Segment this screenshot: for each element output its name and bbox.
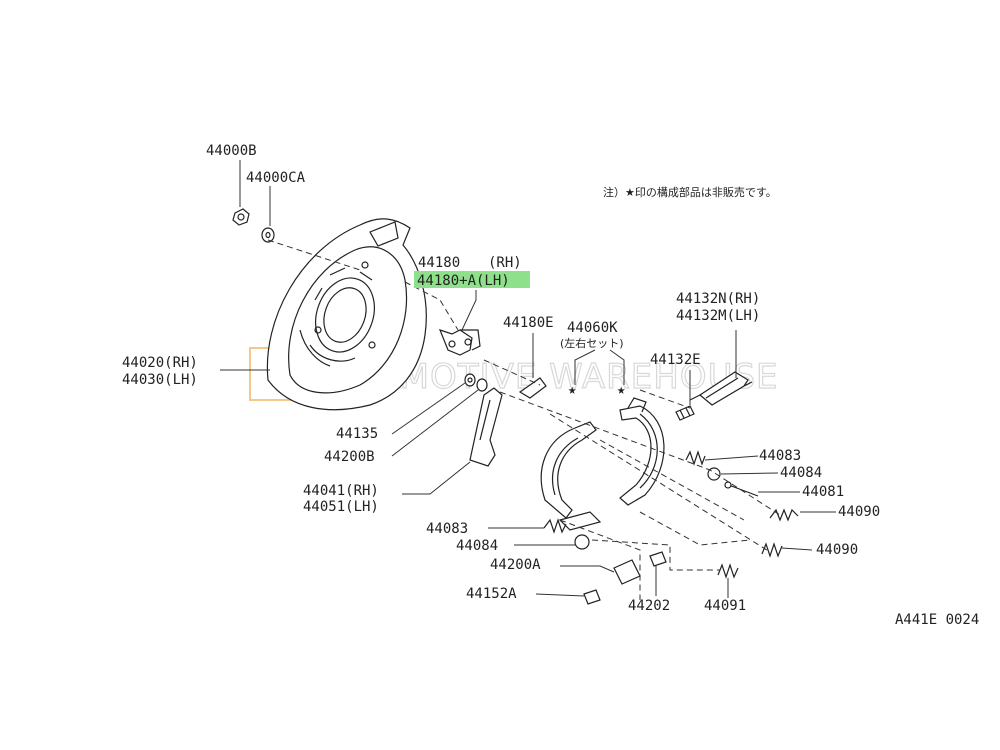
adjuster-44132N	[689, 371, 753, 406]
spring-44091	[717, 563, 739, 579]
washer-44000CA	[261, 227, 275, 243]
label-44135: 44135	[336, 426, 378, 442]
leader-lines	[220, 160, 836, 598]
label-44132E: 44132E	[650, 352, 701, 368]
highlight-44180A	[414, 271, 530, 288]
spring-44090-b	[761, 542, 783, 558]
label-44060K-sub: (左右セット)	[560, 336, 624, 350]
adjuster-44200A	[613, 559, 641, 585]
label-44083-left: 44083	[426, 521, 468, 537]
spring-44083-right	[685, 450, 706, 466]
label-44132N: 44132N(RH)	[676, 291, 760, 307]
lever-44180	[438, 329, 481, 356]
label-44180-rh: (RH)	[488, 255, 522, 271]
note-text: 注）★印の構成部品は非販売です。	[603, 185, 777, 199]
spring-44083-left	[543, 518, 567, 534]
pin-44081	[724, 481, 759, 497]
brake-shoe-front	[540, 421, 602, 531]
callout-labels: 44000B 44000CA 44180 (RH) 44180+A(LH) 44…	[122, 143, 880, 614]
backing-plate	[266, 218, 427, 411]
label-44200A: 44200A	[490, 557, 541, 573]
brake-shoe-rear	[619, 397, 665, 506]
clip-44180E	[518, 377, 547, 399]
label-44030: 44030(LH)	[122, 372, 198, 388]
label-44202: 44202	[628, 598, 670, 614]
label-44180A: 44180+A(LH)	[417, 273, 510, 289]
pin-44200B	[476, 378, 488, 392]
assembly-lines	[267, 239, 781, 600]
label-44180E: 44180E	[503, 315, 554, 331]
label-44060K: 44060K	[567, 320, 618, 336]
strut-44041	[469, 387, 503, 467]
washer-44135	[464, 373, 476, 387]
drawing-code: A441E 0024	[895, 612, 979, 628]
spring-44090-a	[769, 508, 799, 522]
label-44084-right: 44084	[780, 465, 822, 481]
nut-44202	[649, 551, 667, 567]
label-44152A: 44152A	[466, 586, 517, 602]
label-44132M: 44132M(LH)	[676, 308, 760, 324]
label-44000CA: 44000CA	[246, 170, 306, 186]
nut-44000B	[232, 208, 250, 226]
label-44020: 44020(RH)	[122, 355, 198, 371]
label-44180: 44180	[418, 255, 460, 271]
label-44084-left: 44084	[456, 538, 498, 554]
label-44090-a: 44090	[838, 504, 880, 520]
bolt-44152A	[583, 589, 601, 605]
star-mark-1: ★	[568, 382, 577, 398]
label-44091: 44091	[704, 598, 746, 614]
label-44083-right: 44083	[759, 448, 801, 464]
label-44051: 44051(LH)	[303, 499, 379, 515]
cup-44084-left	[574, 534, 590, 550]
label-44200B: 44200B	[324, 449, 375, 465]
label-44090-b: 44090	[816, 542, 858, 558]
label-44041: 44041(RH)	[303, 483, 379, 499]
spring-44132E	[675, 405, 695, 421]
label-44081: 44081	[802, 484, 844, 500]
star-mark-2: ★	[617, 382, 626, 398]
label-44000B: 44000B	[206, 143, 257, 159]
